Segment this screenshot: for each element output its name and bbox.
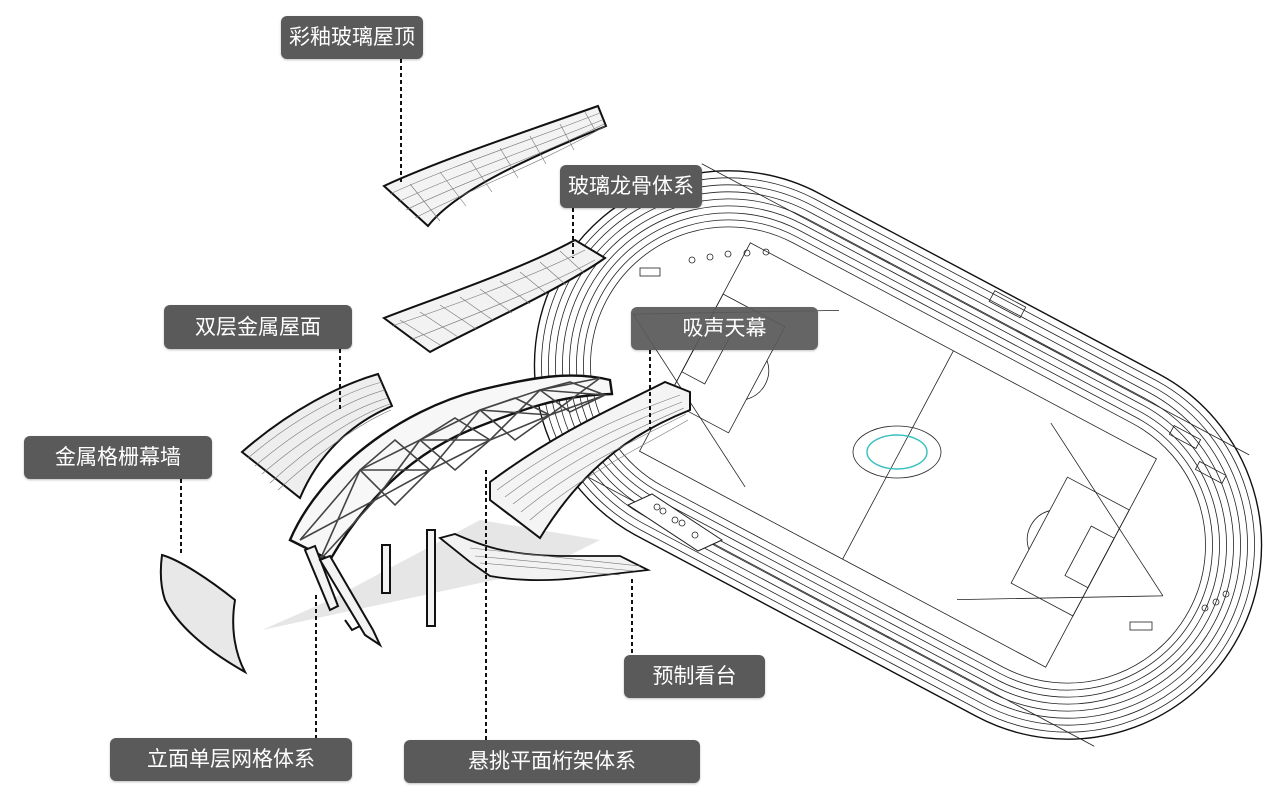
cantilever-truss-model [288,374,614,648]
label-metal-grille-wall: 金属格栅幕墙 [24,436,212,479]
acoustic-ceiling-model [489,380,691,540]
label-double-metal-roof: 双层金属屋面 [164,305,352,349]
double-metal-roof-model [240,372,394,500]
plaza-sign [626,493,724,552]
glazed-glass-roof-model [382,104,608,228]
glass-keel-model [381,238,607,354]
precast-stand-model [438,533,652,582]
label-cantilever-truss: 悬挑平面桁架体系 [404,740,700,783]
leader-lines [180,59,651,740]
label-acoustic-ceiling: 吸声天幕 [631,307,818,350]
metal-grille-wall-model [159,553,248,675]
label-glass-keel: 玻璃龙骨体系 [560,165,702,208]
label-facade-grid: 立面单层网格体系 [110,738,352,781]
label-glaze-roof: 彩釉玻璃屋顶 [281,16,423,59]
label-precast-stand: 预制看台 [624,655,765,698]
